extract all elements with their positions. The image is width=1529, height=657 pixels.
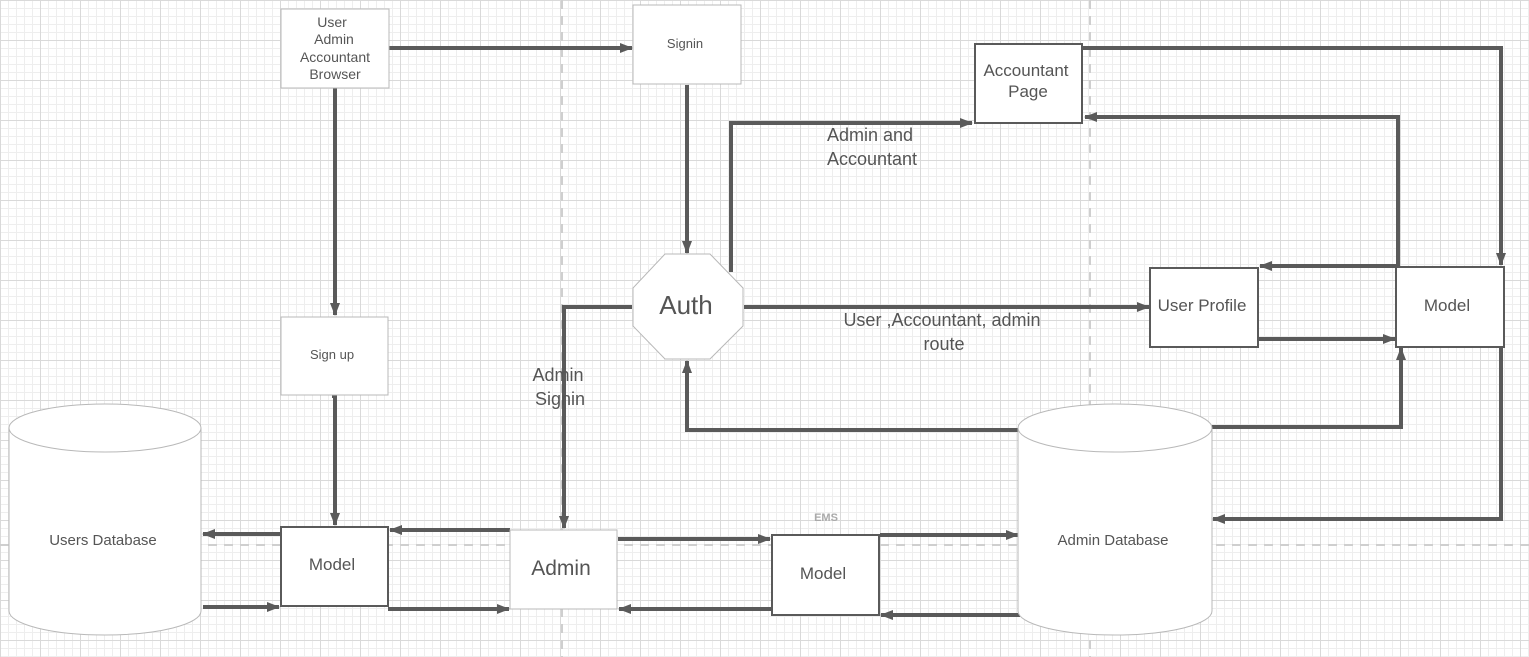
connectors: [202, 43, 1506, 620]
role-browser: Browser: [309, 66, 361, 82]
label-route-1: User ,Accountant, admin: [843, 310, 1040, 330]
user-profile-node: User Profile: [1149, 267, 1259, 348]
admin-database-label: Admin Database: [1058, 532, 1169, 549]
auth-label: Auth: [659, 290, 713, 320]
users-database-label: Users Database: [49, 532, 157, 549]
model-right-label: Model: [1424, 296, 1470, 315]
edge-admindb-to-model: [1212, 347, 1406, 429]
role-user: User: [317, 14, 347, 30]
model-mid-node: Model: [771, 534, 880, 616]
model-left-label: Model: [309, 555, 355, 574]
label-admin-signin-2: Signin: [535, 389, 585, 409]
role-admin: Admin: [314, 31, 354, 47]
accountant-page-label-1: Accountant: [983, 61, 1068, 80]
ems-container-label: EMS: [814, 512, 838, 524]
accountant-page-label-2: Page: [1008, 82, 1048, 101]
admin-label: Admin: [531, 557, 591, 580]
signin-label: Signin: [667, 36, 703, 51]
model-right-node: Model: [1395, 266, 1505, 348]
model-left-node: Model: [280, 526, 389, 607]
label-admin-and-accountant-1: Admin and: [827, 125, 913, 145]
edge-model-to-admindb: [1212, 348, 1503, 524]
signin-node: Signin: [632, 4, 742, 85]
edge-auth-to-admin: [559, 305, 632, 529]
signup-label: Sign up: [310, 347, 354, 362]
admin-database-node: Admin Database: [1017, 403, 1213, 636]
label-admin-signin-1: Admin: [532, 365, 583, 385]
roles-node: User Admin Accountant Browser: [280, 8, 390, 89]
edge-signup-to-model: [330, 394, 340, 526]
model-mid-label: Model: [800, 564, 846, 583]
admin-node: Admin: [509, 529, 618, 610]
label-admin-and-accountant-2: Accountant: [827, 149, 917, 169]
users-database-node: Users Database: [8, 403, 202, 636]
auth-node: Auth: [632, 253, 744, 360]
signup-node: Sign up: [280, 316, 389, 396]
label-route-2: route: [923, 334, 964, 354]
edge-auth-to-accountant-page: [729, 118, 973, 272]
user-profile-label: User Profile: [1158, 296, 1247, 315]
edge-admindb-to-auth: [682, 360, 1020, 432]
edge-accountant-page-to-model: [1083, 46, 1506, 266]
accountant-page-node: Accountant Page: [974, 43, 1083, 124]
role-accountant: Accountant: [300, 49, 370, 65]
edge-model-to-accountant-page: [1084, 112, 1400, 266]
